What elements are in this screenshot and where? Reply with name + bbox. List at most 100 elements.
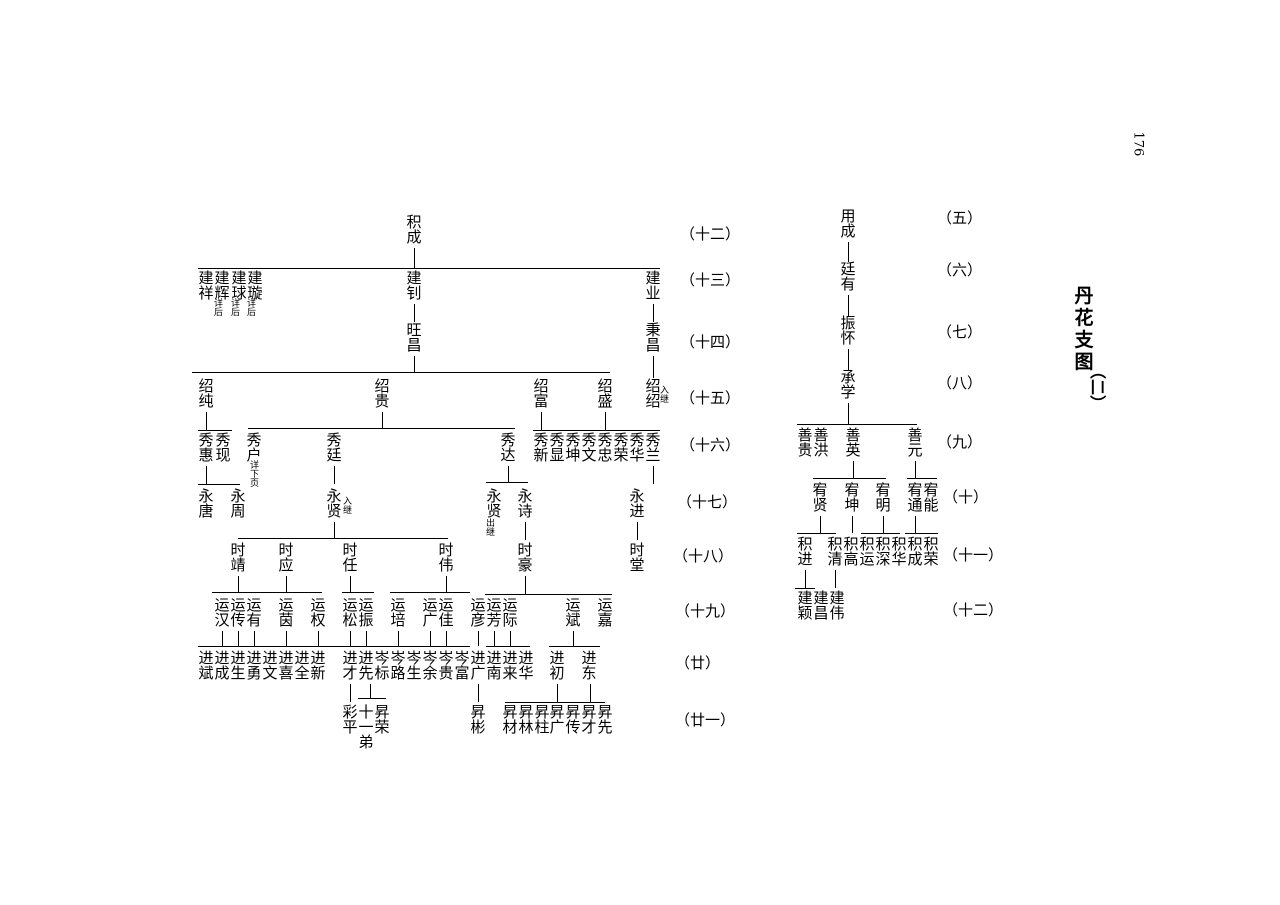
person-node: 廷有 — [840, 260, 856, 293]
connector-line — [907, 478, 937, 479]
person-node: 运汉 — [214, 596, 230, 629]
person-node: 建颖 — [797, 589, 813, 622]
connector-line — [915, 461, 916, 478]
person-node: 积进 — [797, 535, 813, 568]
person-node: 秀忠 — [597, 431, 613, 464]
generation-label: （十九） — [675, 602, 736, 620]
connector-line — [238, 576, 239, 592]
generation-label: （十三） — [680, 271, 741, 289]
person-node: 昇林 — [518, 703, 534, 736]
connector-line — [238, 538, 448, 539]
person-node: 时伟 — [438, 541, 454, 574]
person-node: 秀廷 — [326, 431, 342, 464]
person-node: 秀坤 — [565, 431, 581, 464]
connector-line — [653, 466, 654, 484]
person-node: 建业 — [645, 269, 661, 302]
person-node: 秀新 — [533, 431, 549, 464]
page-title: 丹花支图 — [1074, 285, 1094, 373]
person-node: 进勇 — [246, 649, 262, 682]
person-node: 宥通 — [907, 481, 923, 514]
connector-line — [797, 424, 917, 425]
connector-line — [198, 646, 336, 647]
person-node: 昇广 — [549, 703, 565, 736]
generation-label: （十六） — [680, 436, 741, 454]
connector-line — [486, 482, 528, 483]
note-text: 详后 — [247, 299, 257, 318]
connector-line — [390, 592, 470, 593]
person-node: 运传 — [230, 596, 246, 629]
connector-line — [366, 631, 367, 646]
connector-line — [525, 576, 526, 594]
note-text: 入继 — [660, 386, 670, 405]
connector-line — [212, 592, 322, 593]
person-node: 运嘉 — [597, 596, 613, 629]
person-node: 建球 — [231, 269, 247, 302]
connector-line — [198, 268, 660, 269]
person-node: 运振 — [358, 596, 374, 629]
connector-line — [533, 430, 565, 431]
connector-line — [549, 646, 600, 647]
person-node: 运松 — [342, 596, 358, 629]
person-node: 岑路 — [390, 649, 406, 682]
person-node: 岑生 — [406, 649, 422, 682]
person-node: 秀荣 — [613, 431, 629, 464]
person-node: 善洪 — [813, 426, 829, 459]
person-node: 进新 — [310, 649, 326, 682]
generation-label: （六） — [937, 261, 983, 279]
person-node: 进文 — [262, 649, 278, 682]
connector-line — [510, 631, 511, 646]
person-node: 昇彬 — [470, 703, 486, 736]
generation-label: （十二） — [943, 601, 1004, 619]
person-node: 振怀 — [840, 314, 856, 347]
connector-line — [848, 295, 849, 316]
person-node: 秀文 — [581, 431, 597, 464]
person-node: 进生 — [230, 649, 246, 682]
person-node: 绍绍 — [645, 377, 661, 410]
connector-line — [486, 646, 530, 647]
person-node: 岑标 — [374, 649, 390, 682]
connector-line — [485, 594, 612, 595]
person-node: 进初 — [549, 649, 565, 682]
connector-line — [370, 684, 371, 698]
person-node: 积深 — [875, 535, 891, 568]
connector-line — [342, 592, 374, 593]
person-node: 岑富 — [454, 649, 470, 682]
person-node: 建祥 — [198, 269, 214, 302]
person-node: 进全 — [294, 649, 310, 682]
connector-line — [350, 631, 351, 646]
connector-line — [525, 522, 526, 540]
person-node: 善贵 — [797, 426, 813, 459]
person-node: 运芳 — [486, 596, 502, 629]
person-node: 积成 — [907, 535, 923, 568]
person-node: 绍盛 — [597, 377, 613, 410]
person-node: 用成 — [840, 207, 856, 240]
note-text: 入继 — [343, 497, 353, 516]
generation-label: （十四） — [680, 333, 741, 351]
person-node: 昇才 — [581, 703, 597, 736]
person-node: 宥坤 — [844, 481, 860, 514]
connector-line — [853, 461, 854, 478]
person-node: 运权 — [310, 596, 326, 629]
note-text: 详后 — [214, 299, 224, 318]
person-node: 进成 — [214, 649, 230, 682]
person-node: 秉昌 — [645, 321, 661, 354]
connector-line — [206, 466, 207, 484]
connector-line — [565, 430, 660, 431]
connector-line — [848, 349, 849, 370]
connector-line — [494, 631, 495, 646]
connector-line — [238, 631, 239, 646]
person-node: 十一弟 — [358, 703, 374, 751]
person-node: 秀户 — [246, 431, 262, 464]
person-node: 时靖 — [230, 541, 246, 574]
connector-line — [883, 516, 884, 533]
connector-line — [414, 356, 415, 372]
person-node: 时应 — [278, 541, 294, 574]
connector-line — [254, 631, 255, 646]
generation-label: （五） — [937, 209, 983, 227]
person-node: 进南 — [486, 649, 502, 682]
connector-line — [430, 631, 431, 646]
person-node: 进华 — [518, 649, 534, 682]
generation-label: （七） — [937, 323, 983, 341]
connector-line — [446, 576, 447, 592]
